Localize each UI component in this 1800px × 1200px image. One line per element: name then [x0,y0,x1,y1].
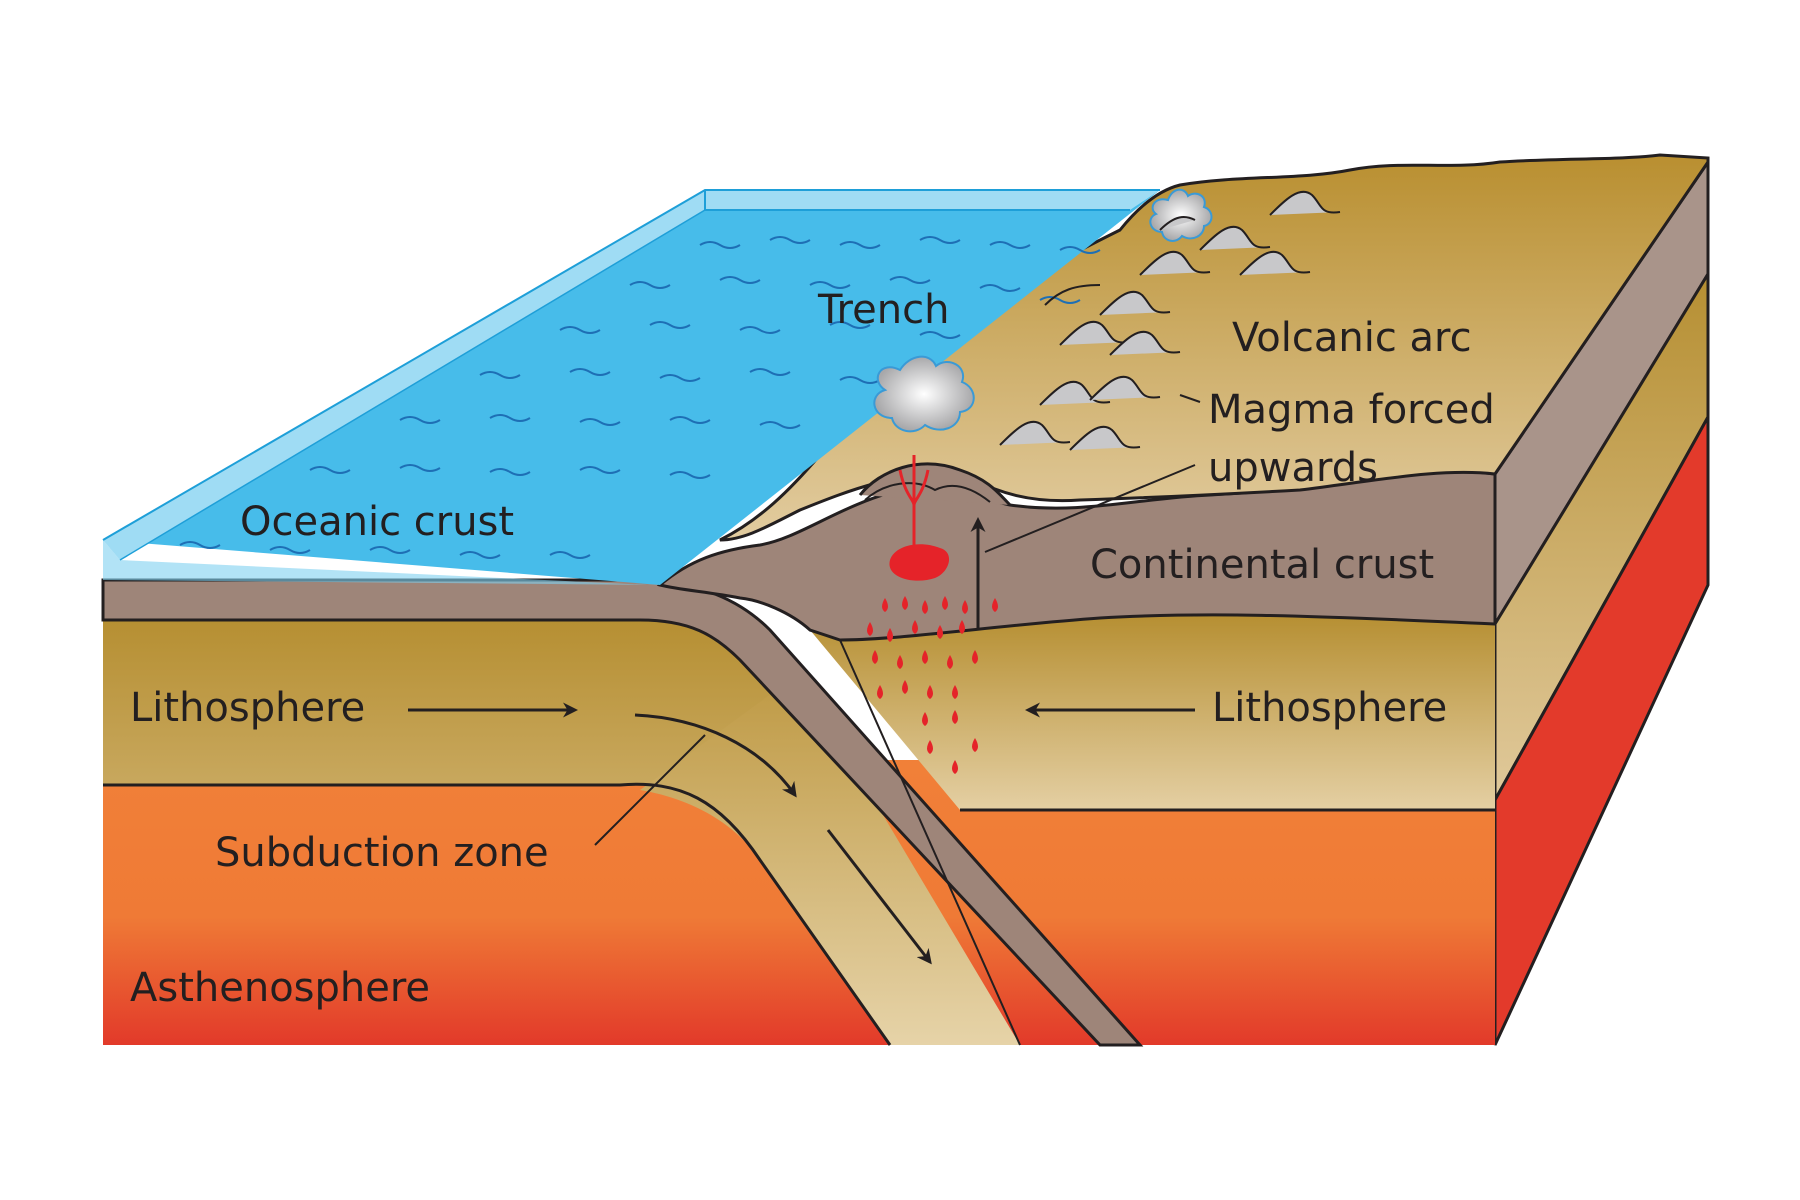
label-subduction-zone: Subduction zone [215,830,549,876]
magma-chamber [889,544,950,581]
arrow-curve-down-icon [634,713,797,798]
ash-cloud-trench-icon [873,355,975,433]
ocean-wave-marks [179,236,1101,559]
arrows [408,517,1195,965]
ocean-surface [103,190,1160,585]
lithosphere-right-layer [810,614,1495,810]
label-continental-crust: Continental crust [1090,542,1435,588]
label-magma-line1: Magma forced [1208,387,1495,433]
label-oceanic-crust: Oceanic crust [240,499,515,545]
magma-conduit [889,455,950,581]
label-asthenosphere: Asthenosphere [130,965,431,1011]
magma-droplets [867,596,998,774]
label-volcanic-arc: Volcanic arc [1232,315,1472,361]
block-side-face [1493,157,1710,1046]
label-lithosphere-right: Lithosphere [1212,685,1448,731]
label-lithosphere-left: Lithosphere [130,685,366,731]
arrow-slab-down-icon [826,829,932,965]
volcanic-arc-mountains [999,190,1341,451]
leader-lines [594,284,1201,846]
label-trench: Trench [818,287,950,333]
volcano-dome [858,462,1012,507]
label-magma-line2: upwards [1208,445,1378,491]
